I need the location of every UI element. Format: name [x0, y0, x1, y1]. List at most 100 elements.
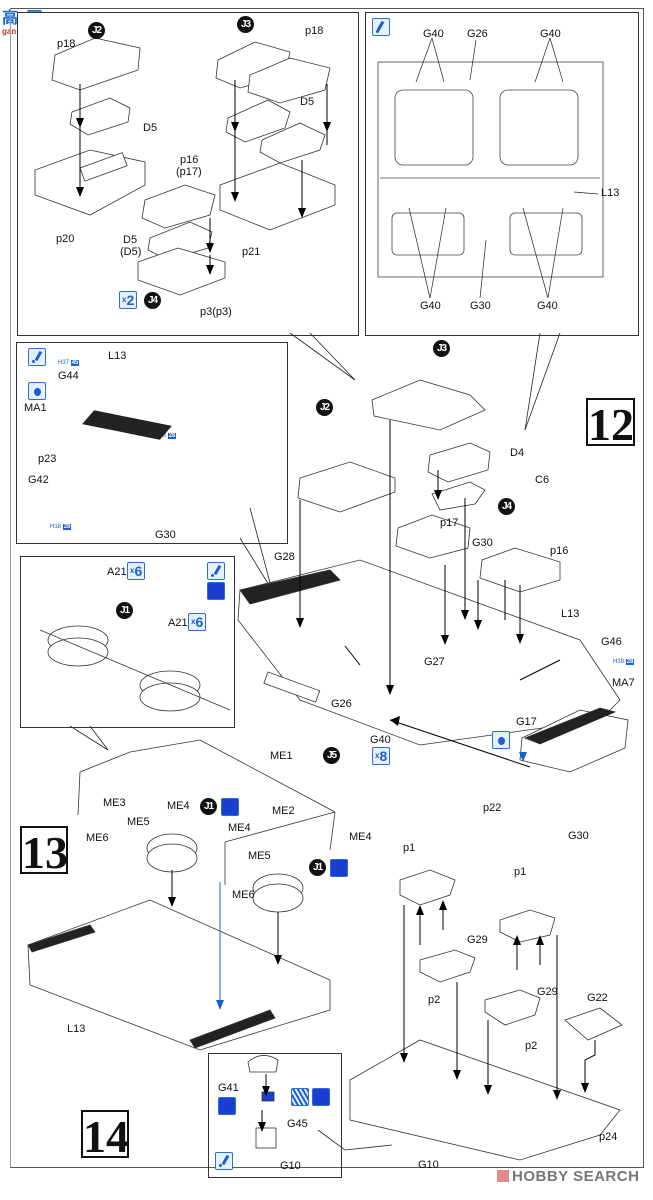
- page-frame: [10, 8, 644, 1168]
- part-d5-j3b: [259, 122, 326, 164]
- paint-stripes-icon: [291, 1088, 309, 1106]
- badge-j2: J2: [88, 22, 105, 39]
- badge-j1: J1: [116, 602, 133, 619]
- badge-j3: J3: [237, 16, 254, 33]
- label-me4-b: ME4: [228, 822, 251, 834]
- badge-j4: J4: [144, 292, 161, 309]
- label-p3: p3(p3): [200, 306, 232, 318]
- label-me5-a: ME5: [127, 816, 150, 828]
- label-g30-main-top: G30: [472, 537, 493, 549]
- label-g26-main: G26: [331, 698, 352, 710]
- glue-icon: [372, 18, 390, 36]
- label-p23: p23: [38, 453, 57, 465]
- quantity-a21-right: x6: [188, 613, 207, 631]
- label-g10: G10: [418, 1159, 439, 1171]
- label-g26: G26: [467, 28, 488, 40]
- label-g41: G41: [218, 1082, 239, 1094]
- part-c6: [431, 481, 486, 511]
- part-p3: [137, 247, 226, 296]
- label-g27: G27: [424, 656, 445, 668]
- detail-panel-g41-g45-g10: [208, 1053, 342, 1178]
- label-g10-detail: G10: [280, 1160, 301, 1172]
- step-number-14: 14: [81, 1110, 129, 1162]
- label-g45: G45: [287, 1118, 308, 1130]
- step-number-13: 13: [20, 826, 68, 878]
- watermark-hobby-search-logo-icon: [497, 1170, 509, 1182]
- paint-ref-g42: H18 28: [50, 524, 72, 530]
- label-p18-j2: p18: [57, 38, 76, 50]
- label-p18-j3: p18: [305, 25, 324, 37]
- part-p18-j3b: [247, 57, 331, 104]
- part-g10-detail: [255, 1127, 277, 1149]
- label-p16: p16: [180, 154, 199, 166]
- label-g44: G44: [58, 370, 79, 382]
- part-p1-b: [499, 909, 556, 943]
- hatch-opening-lower-right: [509, 212, 583, 256]
- quantity-x2: xx22: [119, 291, 138, 309]
- part-j5: [263, 671, 321, 703]
- watermark-hobby-search: HOBBY SEARCH: [497, 1168, 639, 1185]
- label-g40-main: G40: [370, 734, 391, 746]
- label-p2-a: p2: [428, 994, 441, 1006]
- label-me4-a: ME4: [167, 800, 190, 812]
- rotate-icon: [330, 859, 348, 877]
- part-d4: [427, 442, 491, 483]
- part-d5-j2: [69, 97, 131, 136]
- label-me3: ME3: [103, 797, 126, 809]
- label-c6: C6: [535, 474, 550, 486]
- badge-j2-main: J2: [316, 399, 333, 416]
- badge-j3-main: J3: [433, 340, 450, 357]
- label-g29-a: G29: [467, 934, 488, 946]
- part-p16: [141, 184, 216, 229]
- paint-drop-icon: [28, 382, 46, 400]
- part-p21: [219, 162, 336, 231]
- label-p22: p22: [483, 802, 502, 814]
- badge-j1-a: J1: [200, 798, 217, 815]
- label-g30: G30: [470, 300, 491, 312]
- label-me2: ME2: [272, 805, 295, 817]
- badge-j1-b: J1: [309, 859, 326, 876]
- paint-ref-g44: H37 45: [58, 360, 80, 366]
- part-p2-a: [419, 949, 476, 983]
- glue-icon: [207, 562, 225, 580]
- part-g22: [564, 1007, 623, 1041]
- part-d5-j3a: [225, 99, 291, 143]
- part-ma7-mesh: [523, 707, 617, 745]
- label-me6-b: ME6: [232, 889, 255, 901]
- subassembly-j3: [371, 379, 486, 431]
- subassembly-panel-l13-g40: [365, 12, 639, 336]
- label-g40-bottom-right: G40: [537, 300, 558, 312]
- label-p17-alt: (p17): [176, 166, 202, 178]
- label-l13-main: L13: [561, 608, 580, 620]
- subassembly-panel-ma1-g44: [16, 342, 288, 544]
- label-l13: L13: [601, 187, 620, 199]
- label-g40-top-left: G40: [423, 28, 444, 40]
- rotate-icon: [218, 1097, 236, 1115]
- label-p16-main: p16: [550, 545, 569, 557]
- label-p17-main: p17: [440, 517, 459, 529]
- hatch-opening-lower-left: [391, 212, 465, 256]
- label-g40-bottom-left: G40: [420, 300, 441, 312]
- part-g41: [247, 1055, 279, 1073]
- hatch-opening-upper-right: [499, 89, 579, 166]
- step-number-12: 12: [586, 398, 635, 450]
- paint-drop-icon: [492, 731, 510, 749]
- rotate-icon: [207, 582, 225, 600]
- label-ma1: MA1: [24, 402, 47, 414]
- part-l13-hull-step13: [27, 899, 331, 1051]
- part-g45-painted: [261, 1091, 275, 1102]
- part-p16-main: [479, 547, 561, 593]
- label-d5-j4-alt: (D5): [120, 246, 142, 258]
- label-g40-top-right: G40: [540, 28, 561, 40]
- label-g28: G28: [274, 551, 295, 563]
- label-me6-a: ME6: [86, 832, 109, 844]
- label-d5-j4: D5: [123, 234, 138, 246]
- subassembly-panel-a21-j1: [20, 556, 235, 728]
- part-p24-hull: [349, 1039, 621, 1161]
- label-g29-b: G29: [537, 986, 558, 998]
- rotate-icon: [221, 798, 239, 816]
- label-me1: ME1: [270, 750, 293, 762]
- label-l13-step13: L13: [67, 1023, 86, 1035]
